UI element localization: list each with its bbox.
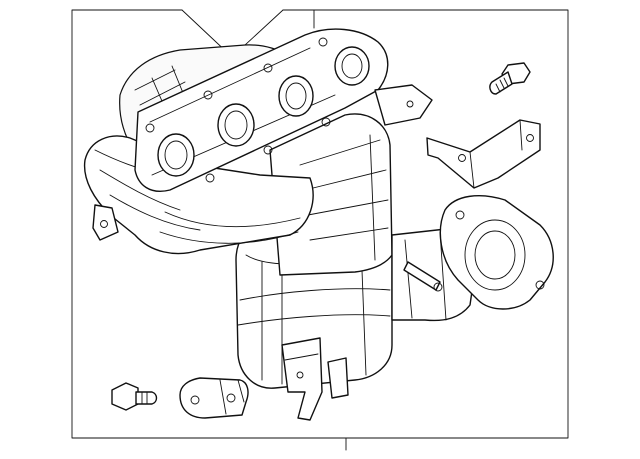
upper-bolt xyxy=(489,62,531,95)
manifold-port-2 xyxy=(217,103,255,147)
manifold-port-4 xyxy=(334,46,370,86)
upper-bracket xyxy=(426,119,541,189)
manifold-port-3 xyxy=(278,75,314,117)
lower-bracket xyxy=(179,377,249,419)
catalytic-converter-manifold-assembly xyxy=(83,28,554,421)
lower-bolt xyxy=(111,382,158,411)
manifold-port-1 xyxy=(157,133,195,177)
